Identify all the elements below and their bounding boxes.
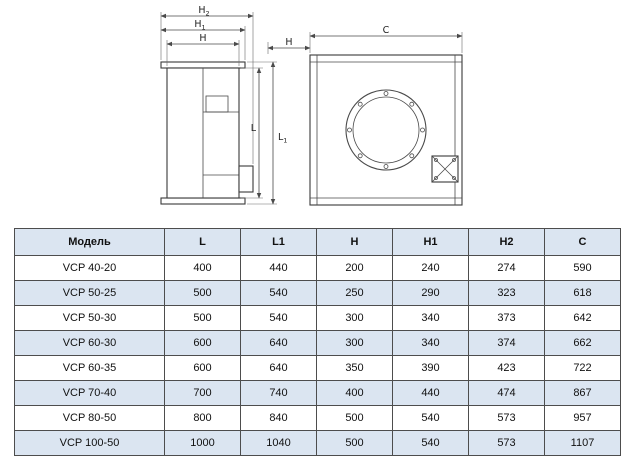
value-cell: 600	[164, 330, 241, 356]
value-cell: 867	[544, 380, 621, 406]
front-bottom-flange	[160, 197, 246, 205]
value-cell: 340	[392, 305, 469, 331]
model-cell: VCP 80-50	[14, 405, 165, 431]
value-cell: 800	[164, 405, 241, 431]
value-cell: 642	[544, 305, 621, 331]
value-cell: 274	[468, 255, 545, 281]
value-cell: 340	[392, 330, 469, 356]
value-cell: 590	[544, 255, 621, 281]
column-header-h: H	[316, 228, 393, 256]
value-cell: 300	[316, 330, 393, 356]
value-cell: 540	[240, 280, 317, 306]
value-cell: 540	[240, 305, 317, 331]
value-cell: 540	[392, 405, 469, 431]
value-cell: 640	[240, 330, 317, 356]
dim-label-c: C	[383, 25, 390, 36]
value-cell: 373	[468, 305, 545, 331]
terminal-box	[431, 155, 459, 183]
value-cell: 500	[164, 305, 241, 331]
dim-label-l1: L1	[278, 132, 287, 145]
fan-front-view	[160, 61, 254, 205]
dim-label-h-side: H	[285, 37, 292, 48]
column-header-c: C	[544, 228, 621, 256]
side-view-dimensions: C H	[267, 25, 463, 54]
terminal-box-edge	[238, 165, 254, 193]
model-cell: VCP 70-40	[14, 380, 165, 406]
value-cell: 640	[240, 355, 317, 381]
value-cell: 290	[392, 280, 469, 306]
value-cell: 600	[164, 355, 241, 381]
value-cell: 300	[316, 305, 393, 331]
column-header-l: L	[164, 228, 241, 256]
value-cell: 400	[164, 255, 241, 281]
dim-label-l: L	[251, 123, 257, 134]
model-cell: VCP 50-25	[14, 280, 165, 306]
column-header-h2: H2	[468, 228, 545, 256]
dim-label-h1: H1	[194, 19, 205, 32]
column-header-l1: L1	[240, 228, 317, 256]
front-view-vertical-dimensions: L L1	[241, 61, 287, 205]
value-cell: 440	[240, 255, 317, 281]
value-cell: 1107	[544, 430, 621, 456]
inlet-circle	[345, 89, 427, 171]
value-cell: 740	[240, 380, 317, 406]
value-cell: 500	[316, 405, 393, 431]
front-view-dimensions: H H1 H2	[160, 5, 254, 164]
value-cell: 200	[316, 255, 393, 281]
value-cell: 700	[164, 380, 241, 406]
fan-dimension-drawing: H H1 H2 L L1	[160, 5, 463, 206]
dim-label-h2: H2	[198, 5, 209, 18]
value-cell: 722	[544, 355, 621, 381]
value-cell: 957	[544, 405, 621, 431]
column-header-h1: H1	[392, 228, 469, 256]
value-cell: 240	[392, 255, 469, 281]
value-cell: 500	[164, 280, 241, 306]
value-cell: 350	[316, 355, 393, 381]
value-cell: 374	[468, 330, 545, 356]
value-cell: 400	[316, 380, 393, 406]
column-header-model: Модель	[14, 228, 165, 256]
value-cell: 323	[468, 280, 545, 306]
model-cell: VCP 40-20	[14, 255, 165, 281]
value-cell: 440	[392, 380, 469, 406]
model-cell: VCP 60-30	[14, 330, 165, 356]
model-cell: VCP 50-30	[14, 305, 165, 331]
value-cell: 662	[544, 330, 621, 356]
dim-label-h: H	[199, 33, 206, 44]
value-cell: 250	[316, 280, 393, 306]
value-cell: 390	[392, 355, 469, 381]
value-cell: 573	[468, 405, 545, 431]
value-cell: 474	[468, 380, 545, 406]
model-cell: VCP 60-35	[14, 355, 165, 381]
front-top-flange	[160, 61, 246, 69]
fan-side-view	[309, 54, 463, 206]
table-header: Модель L L1 H H1 H2 C	[14, 228, 621, 256]
value-cell: 840	[240, 405, 317, 431]
value-cell: 423	[468, 355, 545, 381]
value-cell: 618	[544, 280, 621, 306]
